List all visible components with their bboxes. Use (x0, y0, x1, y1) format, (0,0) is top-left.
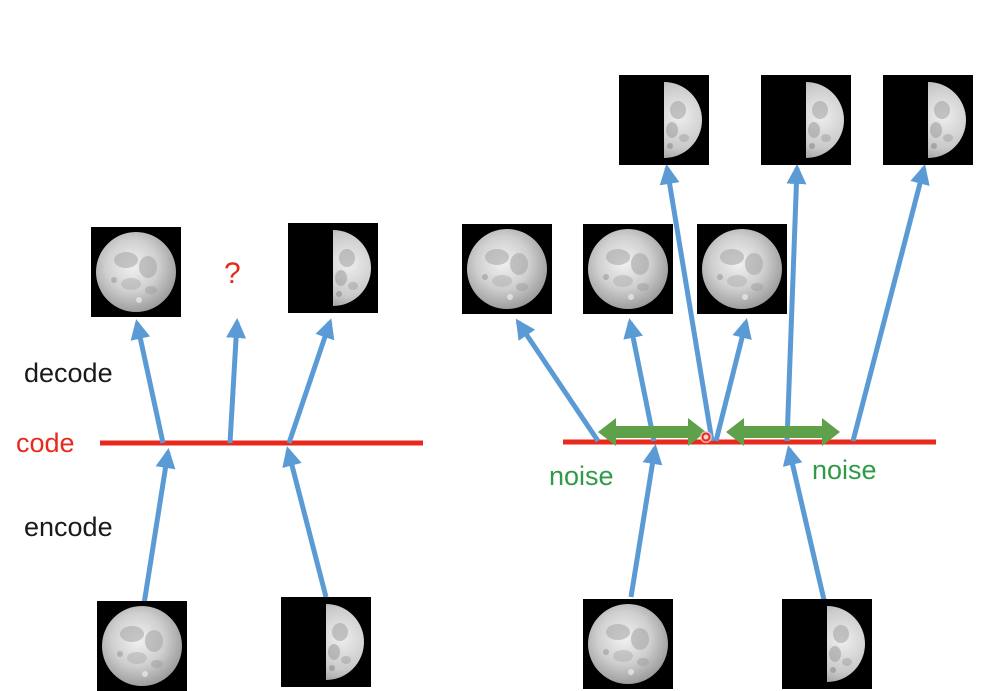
full-moon-image (91, 227, 181, 317)
noise-label-left: noise (549, 461, 614, 491)
full-moon-image (583, 224, 673, 314)
noise-label-right: noise (812, 455, 877, 485)
half-moon-image (782, 599, 872, 689)
decode-arrow-5 (784, 164, 807, 442)
decode-arrow-1 (515, 318, 601, 443)
encode-label: encode (24, 512, 113, 542)
sample-point-icon (701, 432, 711, 442)
full-moon-image (462, 224, 552, 314)
code-label: code (16, 428, 75, 458)
full-moon-image (97, 601, 187, 691)
encode-arrow-full-right (628, 444, 663, 598)
encode-arrow-half-right (782, 445, 827, 601)
half-moon-image (761, 75, 851, 165)
decode-arrow-question (226, 318, 247, 444)
full-moon-image (583, 599, 673, 689)
left-arrows (130, 318, 335, 605)
half-moon-image (883, 75, 973, 165)
decode-arrow-2 (623, 318, 657, 442)
decode-arrow-3 (659, 164, 715, 442)
decode-label: decode (24, 358, 113, 388)
encode-arrow-half (282, 446, 329, 598)
decode-arrow-4 (713, 318, 752, 442)
noise-arrows (598, 418, 840, 446)
question-mark: ? (224, 257, 241, 290)
full-moon-image (697, 224, 787, 314)
decode-arrow-full (130, 319, 166, 444)
noise-arrow-left (598, 418, 706, 446)
decode-arrow-6 (850, 164, 930, 442)
half-moon-image (281, 597, 371, 687)
noise-arrow-right (726, 418, 840, 446)
half-moon-image (619, 75, 709, 165)
encode-arrow-full (141, 448, 176, 605)
half-moon-image (288, 223, 378, 313)
right-arrows (515, 164, 930, 601)
decode-arrow-half (286, 318, 335, 444)
